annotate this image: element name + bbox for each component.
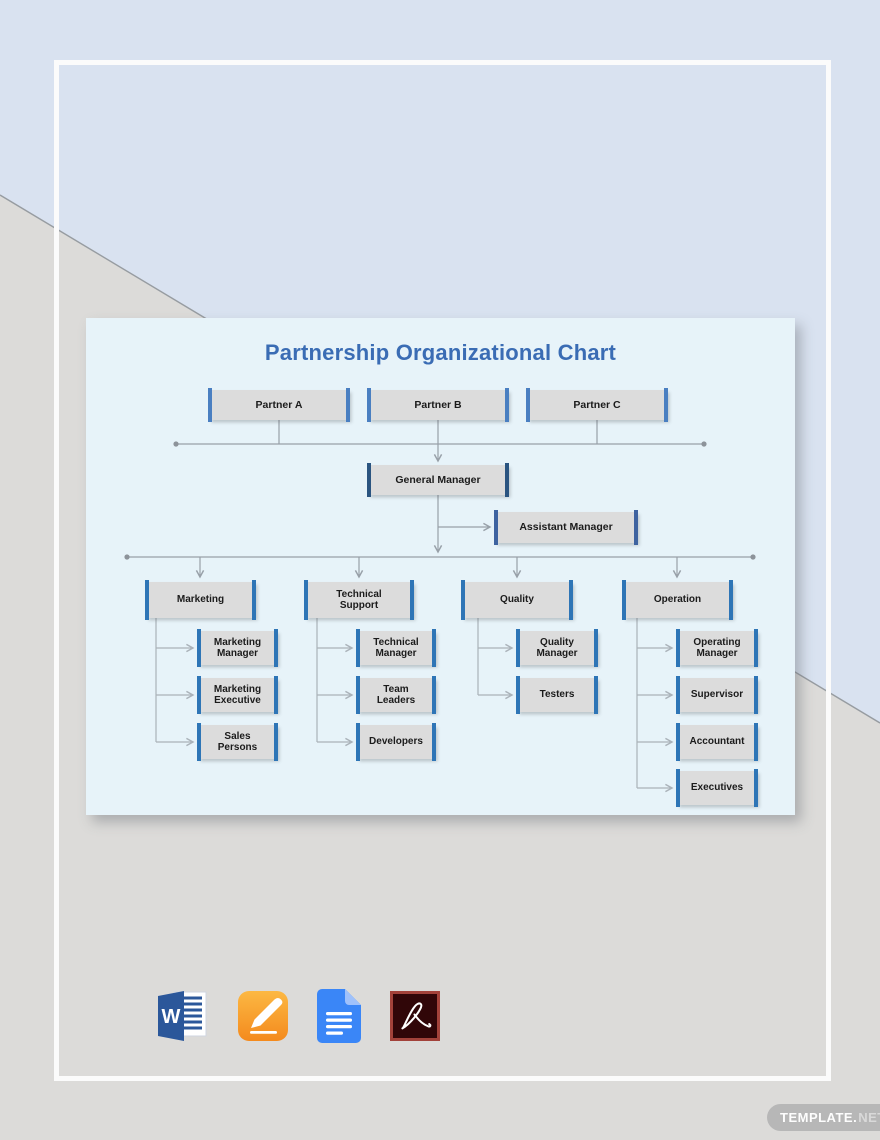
org-node-operating-manager: Operating Manager — [676, 629, 758, 667]
org-node-assistant-manager: Assistant Manager — [494, 510, 638, 545]
svg-text:W: W — [162, 1006, 181, 1028]
marketing-label: Marketing — [176, 594, 225, 606]
watermark-tld: NET — [858, 1110, 880, 1125]
assistant-manager-label: Assistant Manager — [519, 521, 613, 534]
org-node-marketing-executive: Marketing Executive — [197, 676, 278, 714]
partner-a-label: Partner A — [255, 398, 303, 411]
org-node-accountant: Accountant — [676, 723, 758, 761]
org-node-quality-manager: Quality Manager — [516, 629, 598, 667]
accountant-label: Accountant — [689, 736, 745, 748]
apple-pages-icon — [238, 991, 288, 1041]
org-node-executives: Executives — [676, 769, 758, 807]
template-net-watermark: TEMPLATE.NET — [767, 1104, 880, 1131]
file-format-icons: W — [155, 988, 440, 1044]
org-chart-card: Partnership Organizational Chart — [86, 318, 795, 815]
org-node-developers: Developers — [356, 723, 436, 761]
executives-label: Executives — [690, 782, 744, 794]
org-node-partner-b: Partner B — [367, 388, 509, 422]
adobe-acrobat-icon — [390, 991, 440, 1041]
general-manager-label: General Manager — [395, 473, 481, 486]
quality-label: Quality — [500, 594, 534, 606]
org-node-marketing-manager: Marketing Manager — [197, 629, 278, 667]
technical-support-label: Technical Support — [336, 588, 382, 612]
watermark-brand: TEMPLATE. — [780, 1110, 858, 1125]
marketing-executive-label: Marketing Executive — [213, 683, 262, 707]
team-leaders-label: Team Leaders — [376, 683, 416, 707]
org-node-quality: Quality — [461, 580, 573, 620]
marketing-manager-label: Marketing Manager — [213, 636, 262, 660]
testers-label: Testers — [539, 689, 575, 701]
org-node-technical-manager: Technical Manager — [356, 629, 436, 667]
operation-label: Operation — [653, 594, 702, 606]
partner-c-label: Partner C — [573, 398, 621, 411]
org-node-partner-a: Partner A — [208, 388, 350, 422]
microsoft-word-icon: W — [158, 991, 207, 1041]
org-node-marketing: Marketing — [145, 580, 256, 620]
quality-manager-label: Quality Manager — [536, 636, 578, 660]
org-node-general-manager: General Manager — [367, 463, 509, 497]
operating-manager-label: Operating Manager — [693, 636, 741, 660]
white-frame-border — [54, 60, 831, 1081]
org-node-partner-c: Partner C — [526, 388, 668, 422]
org-node-supervisor: Supervisor — [676, 676, 758, 714]
org-node-testers: Testers — [516, 676, 598, 714]
partner-b-label: Partner B — [414, 398, 462, 411]
org-node-team-leaders: Team Leaders — [356, 676, 436, 714]
org-node-sales-persons: Sales Persons — [197, 723, 278, 761]
org-node-operation: Operation — [622, 580, 733, 620]
page-title: Partnership Organizational Chart — [264, 340, 617, 365]
sales-persons-label: Sales Persons — [217, 730, 258, 754]
org-node-technical-support: Technical Support — [304, 580, 414, 620]
developers-label: Developers — [369, 736, 423, 748]
technical-manager-label: Technical Manager — [373, 636, 419, 660]
google-docs-icon — [317, 989, 361, 1043]
supervisor-label: Supervisor — [690, 689, 744, 701]
connector-lines — [124, 420, 756, 793]
